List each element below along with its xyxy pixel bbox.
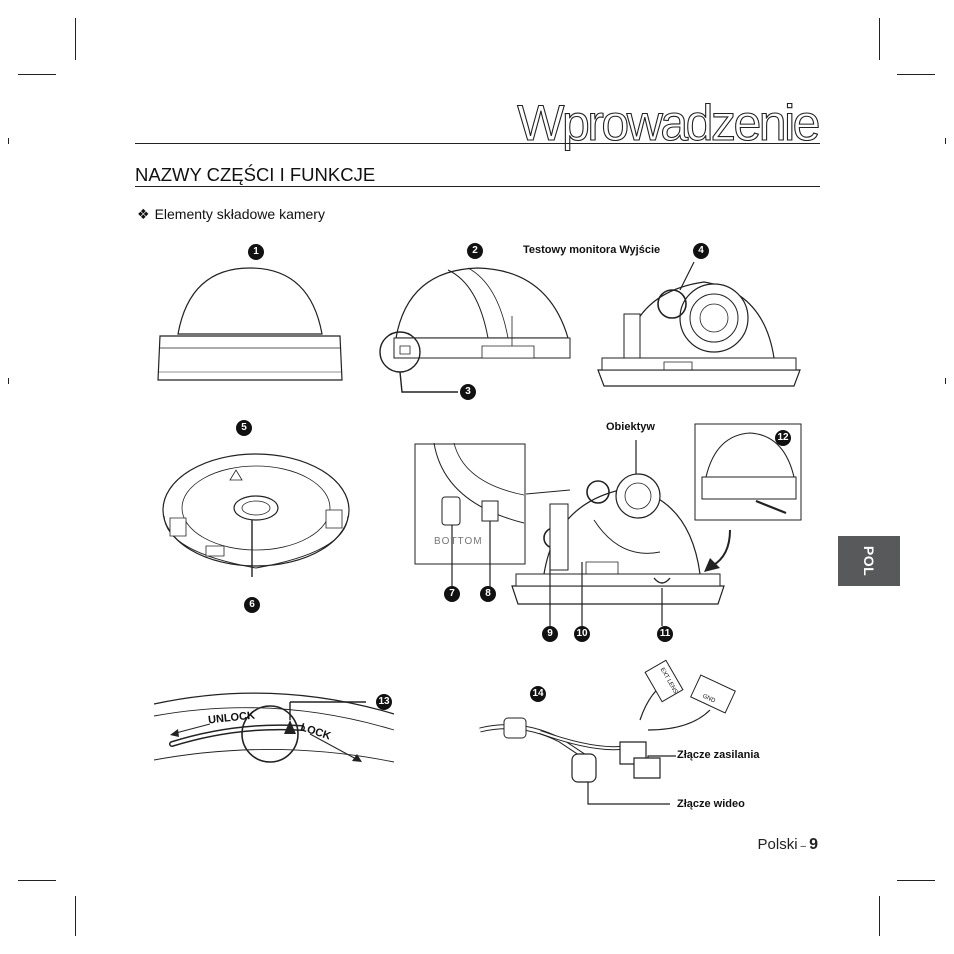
badge-11: 11 — [657, 626, 673, 642]
badge-14: 14 — [530, 686, 546, 702]
badge-1: 1 — [248, 244, 264, 260]
badge-6: 6 — [244, 597, 260, 613]
badge-4: 4 — [693, 243, 709, 259]
section-rule — [135, 186, 820, 187]
crop-mark — [75, 896, 76, 936]
camera-module-illustration — [594, 262, 804, 388]
language-side-tab: POL — [838, 536, 900, 586]
cable-connectors-illustration — [480, 660, 740, 800]
language-tab-label: POL — [861, 545, 877, 577]
crop-mark — [8, 138, 9, 144]
camera-open-illustration — [510, 440, 726, 610]
crop-mark — [879, 896, 880, 936]
page-footer: Polski–9 — [758, 836, 818, 854]
section-heading: NAZWY CZĘŚCI I FUNKCJE — [135, 164, 376, 185]
label-test-monitor: Testowy monitora Wyjście — [523, 244, 661, 256]
page-number: 9 — [809, 836, 818, 853]
page-title: Wprowadzenie — [517, 94, 821, 151]
badge-3: 3 — [460, 384, 476, 400]
dome-inset-illustration — [694, 423, 802, 521]
crop-mark — [945, 138, 946, 144]
subsection-heading: ❖Elementy składowe kamery — [137, 206, 325, 223]
mounting-base-illustration — [160, 452, 352, 577]
badge-7: 7 — [444, 586, 460, 602]
badge-5: 5 — [236, 420, 252, 436]
diamond-bullet-icon: ❖ — [137, 206, 150, 222]
crop-mark — [18, 74, 56, 75]
crop-mark — [945, 378, 946, 384]
curved-arrow-icon — [704, 528, 736, 572]
crop-mark — [879, 18, 880, 60]
crop-mark — [8, 378, 9, 384]
label-video-connector: Złącze wideo — [677, 798, 745, 810]
label-power-connector: Złącze zasilania — [677, 749, 760, 761]
badge-12: 12 — [775, 430, 791, 446]
badge-10: 10 — [574, 626, 590, 642]
lock-ring-illustration — [152, 690, 396, 782]
label-bottom: BOTTOM — [434, 536, 483, 547]
dome-with-shield-illustration — [378, 264, 578, 374]
badge-13: 13 — [376, 694, 392, 710]
footer-separator: – — [800, 841, 807, 852]
footer-language: Polski — [757, 836, 798, 853]
crop-mark — [75, 18, 76, 60]
badge-8: 8 — [480, 586, 496, 602]
badge-9: 9 — [542, 626, 558, 642]
crop-mark — [18, 880, 56, 881]
label-lens: Obiektyw — [606, 421, 655, 433]
title-rule — [135, 143, 820, 144]
subsection-text: Elementy składowe kamery — [154, 206, 325, 222]
dome-cover-illustration — [150, 268, 350, 388]
bottom-detail-inset — [414, 443, 526, 565]
crop-mark — [897, 74, 935, 75]
crop-mark — [897, 880, 935, 881]
badge-2: 2 — [467, 243, 483, 259]
